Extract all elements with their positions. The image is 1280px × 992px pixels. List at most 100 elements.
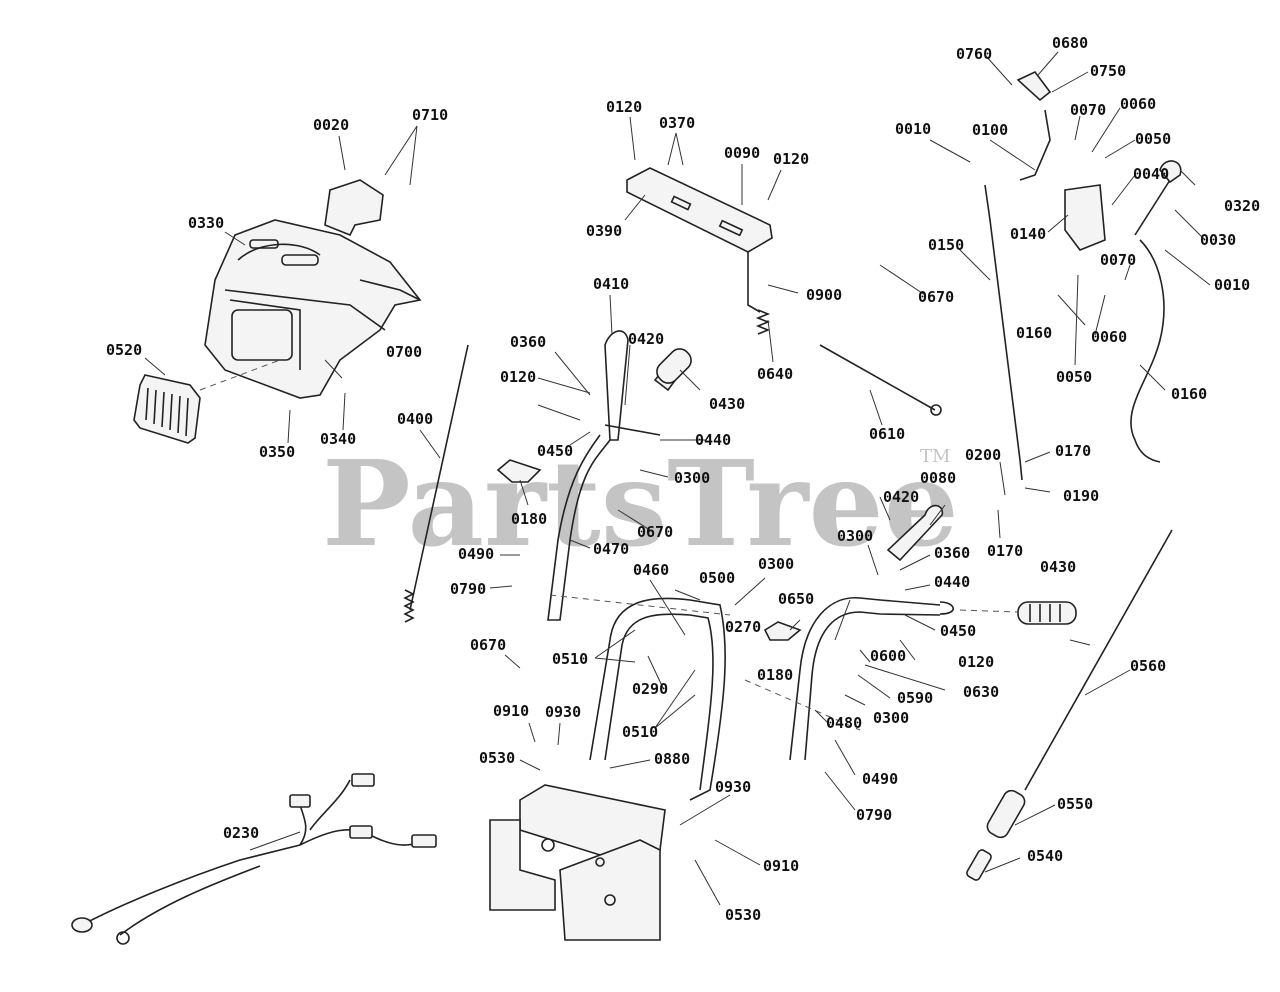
leader-lines bbox=[144, 51, 1211, 906]
callout-0510-a: 0510 bbox=[552, 650, 588, 668]
callout-0180-b: 0180 bbox=[757, 666, 793, 684]
callout-0300-b: 0300 bbox=[758, 555, 794, 573]
callout-0500: 0500 bbox=[699, 569, 735, 587]
callout-0510-b: 0510 bbox=[622, 723, 658, 741]
left-grip-drawing bbox=[656, 348, 692, 384]
callout-0480: 0480 bbox=[826, 714, 862, 732]
bracket-drawing bbox=[324, 179, 384, 237]
callout-0080: 0080 bbox=[920, 469, 956, 487]
callout-0430-a: 0430 bbox=[709, 395, 745, 413]
rod-drawing bbox=[984, 184, 1023, 481]
callout-0420-a: 0420 bbox=[628, 330, 664, 348]
right-rod-drawing bbox=[1024, 529, 1173, 791]
callout-0050-b: 0050 bbox=[1056, 368, 1092, 386]
callout-0330: 0330 bbox=[188, 214, 224, 232]
callout-0060-b: 0060 bbox=[1091, 328, 1127, 346]
clip-right-drawing bbox=[763, 621, 802, 641]
callout-0140: 0150 bbox=[928, 236, 964, 254]
callout-0130: 0140 bbox=[1010, 225, 1046, 243]
callout-0430-b: 0430 bbox=[1040, 558, 1076, 576]
callout-0150: 0160 bbox=[1016, 324, 1052, 342]
callout-0410: 0410 bbox=[593, 275, 629, 293]
callout-0300-d: 0300 bbox=[873, 709, 909, 727]
callout-0070-b: 0070 bbox=[1100, 251, 1136, 269]
callout-0170-b: 0170 bbox=[987, 542, 1023, 560]
part-drawings bbox=[71, 70, 1182, 945]
callout-0070-a: 0070 bbox=[1070, 101, 1106, 119]
callout-0020: 0020 bbox=[313, 116, 349, 134]
left-rod-drawing bbox=[409, 344, 469, 611]
callout-0540: 0540 bbox=[1027, 847, 1063, 865]
callout-0420-b: 0420 bbox=[883, 488, 919, 506]
callout-0190: 0190 bbox=[1063, 487, 1099, 505]
callout-0170-a: 0170 bbox=[1055, 442, 1091, 460]
callout-0440-b: 0440 bbox=[934, 573, 970, 591]
callout-0450-a: 0450 bbox=[537, 442, 573, 460]
lower-handle-frame-drawing bbox=[589, 597, 727, 801]
callout-0370: 0370 bbox=[659, 114, 695, 132]
headlight-housing-drawing bbox=[204, 219, 422, 399]
callout-0120-c: 0120 bbox=[500, 368, 536, 386]
callout-0550: 0550 bbox=[1057, 795, 1093, 813]
dash-panel-drawing bbox=[626, 167, 773, 313]
callout-0650: 0630 bbox=[963, 683, 999, 701]
callout-0270: 0270 bbox=[725, 618, 761, 636]
callout-0670-b: 0670 bbox=[637, 523, 673, 541]
wiring-harness-drawing bbox=[71, 773, 437, 945]
callout-0040: 0040 bbox=[1133, 165, 1169, 183]
right-grip-drawing bbox=[1017, 601, 1077, 625]
callout-0230: 0230 bbox=[223, 824, 259, 842]
callout-0290: 0290 bbox=[632, 680, 668, 698]
callout-0300-c: 0300 bbox=[837, 527, 873, 545]
callout-0640: 0650 bbox=[778, 590, 814, 608]
callout-0010-b: 0010 bbox=[1214, 276, 1250, 294]
callout-0600: 0600 bbox=[870, 647, 906, 665]
callout-0160: 0160 bbox=[1171, 385, 1207, 403]
callout-0060-a: 0060 bbox=[1120, 95, 1156, 113]
callout-0760: 0760 bbox=[956, 45, 992, 63]
callout-0470: 0470 bbox=[593, 540, 629, 558]
callout-0490-a: 0490 bbox=[458, 545, 494, 563]
callout-0900: 0880 bbox=[654, 750, 690, 768]
callout-0320: 0320 bbox=[1224, 197, 1260, 215]
callout-0200: 0200 bbox=[965, 446, 1001, 464]
callout-0670-a: 0670 bbox=[918, 288, 954, 306]
callout-0930-b: 0930 bbox=[715, 778, 751, 796]
callout-0120-d: 0120 bbox=[958, 653, 994, 671]
callout-0790-a: 0790 bbox=[450, 580, 486, 598]
callout-0880: 0900 bbox=[806, 286, 842, 304]
callout-0790-b: 0790 bbox=[856, 806, 892, 824]
callout-0750: 0750 bbox=[1090, 62, 1126, 80]
callout-0680: 0680 bbox=[1052, 34, 1088, 52]
callout-0350: 0350 bbox=[259, 443, 295, 461]
callout-0520: 0520 bbox=[106, 341, 142, 359]
callout-0700: 0700 bbox=[386, 343, 422, 361]
callout-0340: 0340 bbox=[320, 430, 356, 448]
callout-0010-a: 0010 bbox=[895, 120, 931, 138]
callout-0050-a: 0050 bbox=[1135, 130, 1171, 148]
callout-0670-c: 0670 bbox=[470, 636, 506, 654]
callout-0400: 0400 bbox=[397, 410, 433, 428]
right-handle-drawing bbox=[789, 504, 954, 761]
callout-0590: 0590 bbox=[897, 689, 933, 707]
callout-0610: 0610 bbox=[869, 425, 905, 443]
callout-0910-b: 0910 bbox=[763, 857, 799, 875]
chute-control-drawing bbox=[1016, 70, 1182, 251]
callout-labels: 0020 0710 0330 0520 0700 0350 0340 0400 … bbox=[106, 34, 1260, 924]
clip-left-drawing bbox=[496, 459, 542, 483]
shaft-drawing bbox=[819, 344, 936, 411]
callout-0630: 0640 bbox=[757, 365, 793, 383]
callout-0300-a: 0300 bbox=[674, 469, 710, 487]
callout-0710: 0710 bbox=[412, 106, 448, 124]
callout-0450-b: 0450 bbox=[940, 622, 976, 640]
callout-0390: 0390 bbox=[586, 222, 622, 240]
callout-0090: 0090 bbox=[724, 144, 760, 162]
watermark-tm: TM bbox=[920, 446, 950, 467]
cable-drawing bbox=[1130, 239, 1165, 463]
callout-0530-b: 0530 bbox=[725, 906, 761, 924]
callout-0440-a: 0440 bbox=[695, 431, 731, 449]
callout-0100: 0100 bbox=[972, 121, 1008, 139]
callout-0120-a: 0120 bbox=[606, 98, 642, 116]
callout-0490-b: 0490 bbox=[862, 770, 898, 788]
